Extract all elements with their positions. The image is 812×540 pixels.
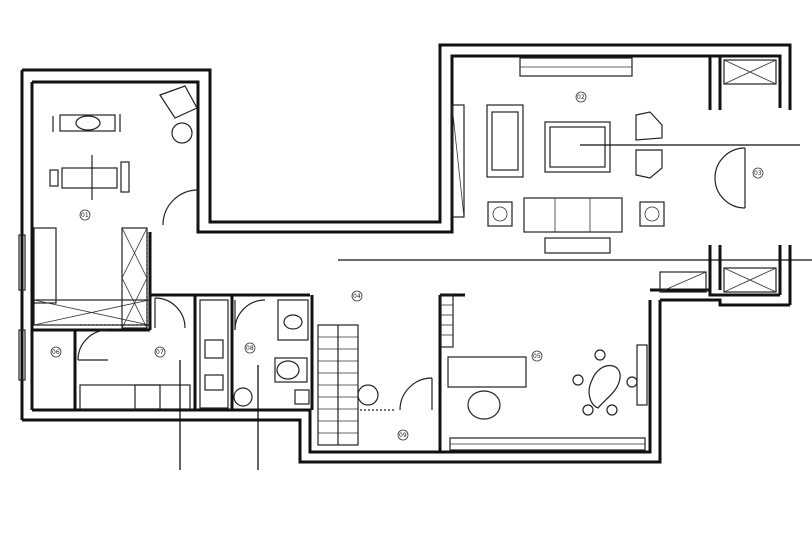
bathroom-fixtures bbox=[233, 299, 310, 407]
tag-kitchen: 07 bbox=[154, 346, 166, 358]
tag-study: 05 bbox=[531, 350, 543, 362]
svg-text:07: 07 bbox=[156, 349, 164, 356]
svg-text:04: 04 bbox=[353, 293, 361, 300]
tag-stair: 09 bbox=[397, 429, 409, 441]
kitchen-counters bbox=[79, 299, 229, 410]
interior-walls bbox=[32, 232, 662, 452]
study-furniture bbox=[440, 294, 638, 420]
tag-gym: 01 bbox=[79, 209, 91, 221]
tag-entry: 03 bbox=[752, 167, 764, 179]
svg-text:02: 02 bbox=[577, 94, 585, 101]
svg-text:03: 03 bbox=[754, 170, 762, 177]
staircase bbox=[317, 324, 395, 446]
entry-closets bbox=[659, 59, 777, 293]
doors bbox=[77, 147, 746, 411]
svg-text:01: 01 bbox=[81, 212, 89, 219]
exterior-walls bbox=[20, 43, 792, 464]
windows bbox=[18, 57, 648, 451]
svg-text:06: 06 bbox=[52, 349, 60, 356]
svg-text:08: 08 bbox=[246, 345, 254, 352]
tag-storage: 06 bbox=[50, 346, 62, 358]
tag-hall: 04 bbox=[351, 290, 363, 302]
room-tags: 01 02 03 04 05 06 07 08 bbox=[50, 91, 764, 441]
gym-equipment bbox=[49, 85, 198, 200]
tag-living: 02 bbox=[575, 91, 587, 103]
tag-bath: 08 bbox=[244, 342, 256, 354]
wardrobes bbox=[33, 227, 150, 329]
leader-lines bbox=[179, 144, 812, 470]
living-furniture bbox=[451, 104, 665, 254]
svg-text:09: 09 bbox=[399, 432, 407, 439]
svg-text:05: 05 bbox=[533, 353, 541, 360]
